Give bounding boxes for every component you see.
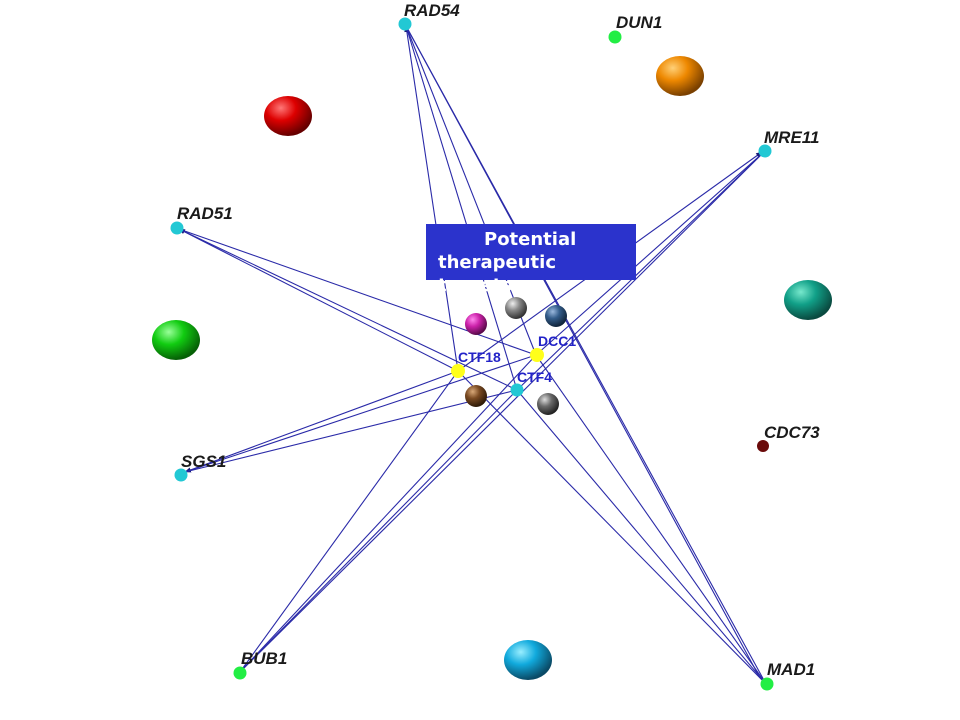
sphere-magenta	[465, 313, 487, 335]
edge-mre11-bub1	[239, 151, 765, 673]
edge-sgs1-ctf18	[184, 370, 459, 473]
edge-mad1-dcc1	[535, 354, 767, 685]
label-ctf4: CTF4	[517, 369, 552, 385]
label-dun1: DUN1	[616, 13, 662, 32]
node-dcc1[interactable]	[530, 348, 544, 362]
node-cdc73[interactable]	[757, 440, 769, 452]
sphere-navy	[545, 305, 567, 327]
edge-mre11-dcc1	[535, 151, 765, 356]
edge-sgs1-ctf4	[184, 389, 518, 473]
sphere-orange	[656, 56, 704, 96]
label-mre11: MRE11	[764, 128, 819, 147]
sphere-gray-2	[537, 393, 559, 415]
decorative-spheres	[152, 56, 832, 680]
sphere-green	[152, 320, 200, 360]
edge-rad51-ctf18	[178, 228, 459, 372]
edge-mad1-ctf18	[457, 370, 767, 685]
sphere-teal	[784, 280, 832, 320]
label-rad54: RAD54	[404, 1, 460, 20]
edge-rad54-mad1-b	[405, 25, 761, 679]
edge-mad1-ctf4	[516, 389, 767, 685]
label-mad1: MAD1	[767, 660, 815, 679]
sphere-brown	[465, 385, 487, 407]
edge-bub1-dcc1	[239, 354, 537, 673]
node-bub1[interactable]	[233, 666, 247, 680]
label-cdc73: CDC73	[764, 423, 820, 442]
edge-bub1-ctf18	[239, 370, 459, 673]
label-bub1: BUB1	[241, 649, 287, 668]
node-dun1[interactable]	[608, 30, 622, 44]
edge-mre11-ctf4	[516, 151, 765, 391]
callout-line-1: Potential	[484, 229, 577, 250]
sphere-red	[264, 96, 312, 136]
node-rad54[interactable]	[398, 17, 412, 31]
nodes: RAD54 DUN1 MRE11 RAD51 SGS1 BUB1 MAD1 CD…	[170, 1, 820, 691]
label-rad51: RAD51	[177, 204, 233, 223]
edge-bub1-ctf4	[239, 389, 518, 673]
therapeutic-targets-callout: Potential therapeutic targets	[426, 224, 636, 296]
edge-rad54-ctf4	[405, 25, 518, 391]
label-ctf18: CTF18	[458, 349, 501, 365]
edge-rad51-ctf4	[178, 228, 518, 391]
label-dcc1: DCC1	[538, 333, 576, 349]
label-sgs1: SGS1	[181, 452, 226, 471]
edge-sgs1-dcc1	[184, 354, 537, 473]
node-rad51[interactable]	[170, 221, 184, 235]
node-sgs1[interactable]	[174, 468, 188, 482]
callout-line-2: therapeutic targets	[438, 252, 557, 296]
edge-rad54-ctf18	[404, 25, 459, 372]
node-mre11[interactable]	[758, 144, 772, 158]
node-ctf4[interactable]	[510, 383, 524, 397]
node-mad1[interactable]	[760, 677, 774, 691]
sphere-gray-1	[505, 297, 527, 319]
node-ctf18[interactable]	[451, 364, 465, 378]
sphere-sky	[504, 640, 552, 680]
